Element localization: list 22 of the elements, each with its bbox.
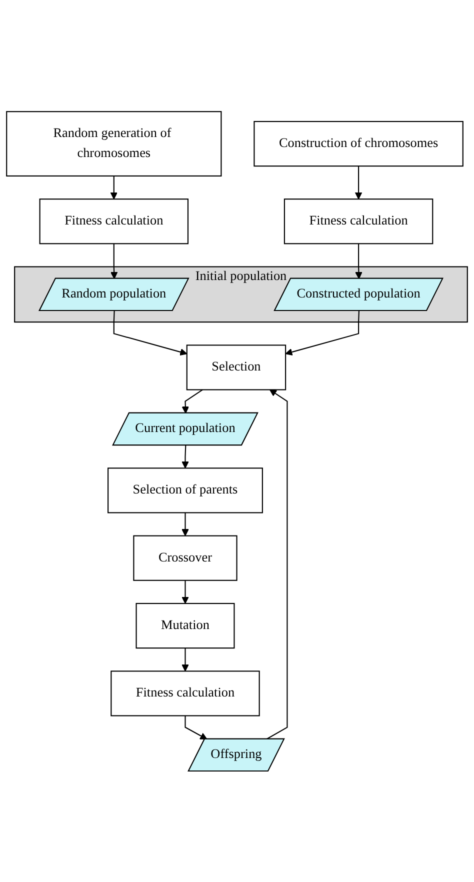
arrow xyxy=(182,445,189,468)
arrow xyxy=(354,166,362,200)
arrow xyxy=(182,512,189,536)
node-box: Fitness calculation xyxy=(110,670,260,716)
arrow xyxy=(266,389,288,740)
arrow xyxy=(182,388,203,414)
arrow xyxy=(182,580,189,604)
arrow xyxy=(113,310,188,356)
node-box: Crossover xyxy=(133,534,238,581)
arrow xyxy=(110,176,118,200)
node-box: Fitness calculation xyxy=(284,198,434,244)
node-box: Mutation xyxy=(136,602,235,648)
arrow xyxy=(285,310,360,356)
node-box: Selection xyxy=(186,344,286,390)
arrow xyxy=(184,715,208,740)
arrow xyxy=(355,243,362,279)
node-box: Selection of parents xyxy=(108,467,263,513)
arrow xyxy=(110,243,118,279)
arrow xyxy=(182,648,189,672)
node-box: Random generation of chromosomes xyxy=(6,110,222,176)
node-box: Construction of chromosomes xyxy=(254,120,464,166)
node-box: Fitness calculation xyxy=(39,198,189,244)
